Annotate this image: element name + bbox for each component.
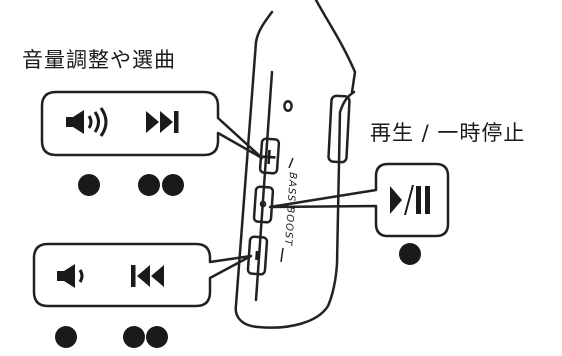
volume-track-label: 音量調整や選曲 (22, 48, 176, 72)
play-pause-label: 再生 / 一時停止 (370, 121, 526, 145)
play-pause-icon (390, 185, 430, 215)
minus-button[interactable] (246, 235, 269, 276)
device-cable-outline (254, 10, 274, 44)
bass-boost-dot (259, 200, 267, 208)
volume-up-icon (66, 107, 108, 137)
device-side-slot (327, 94, 351, 164)
device-body-outline (234, 40, 356, 329)
play-pause-callout (268, 162, 450, 238)
press-dot (138, 174, 160, 196)
minus-symbol-icon (255, 250, 259, 261)
bass-boost-button[interactable] (252, 185, 275, 224)
lower-callout (32, 242, 253, 308)
press-dot (399, 243, 421, 265)
press-dot (162, 174, 184, 196)
volume-down-icon (57, 264, 84, 288)
skip-next-icon (146, 111, 179, 133)
press-dot (146, 326, 168, 348)
bass-boost-brackets (280, 157, 294, 263)
press-dots (55, 174, 421, 348)
bass-boost-text: BASS BOOST (282, 172, 298, 247)
skip-previous-icon (131, 265, 164, 287)
press-dot (55, 326, 77, 348)
device-cable-outline (314, 0, 357, 94)
press-dot (78, 174, 100, 196)
upper-callout (40, 90, 264, 160)
press-dot (123, 326, 145, 348)
led-indicator (283, 99, 293, 113)
plus-symbol-icon (262, 149, 276, 165)
